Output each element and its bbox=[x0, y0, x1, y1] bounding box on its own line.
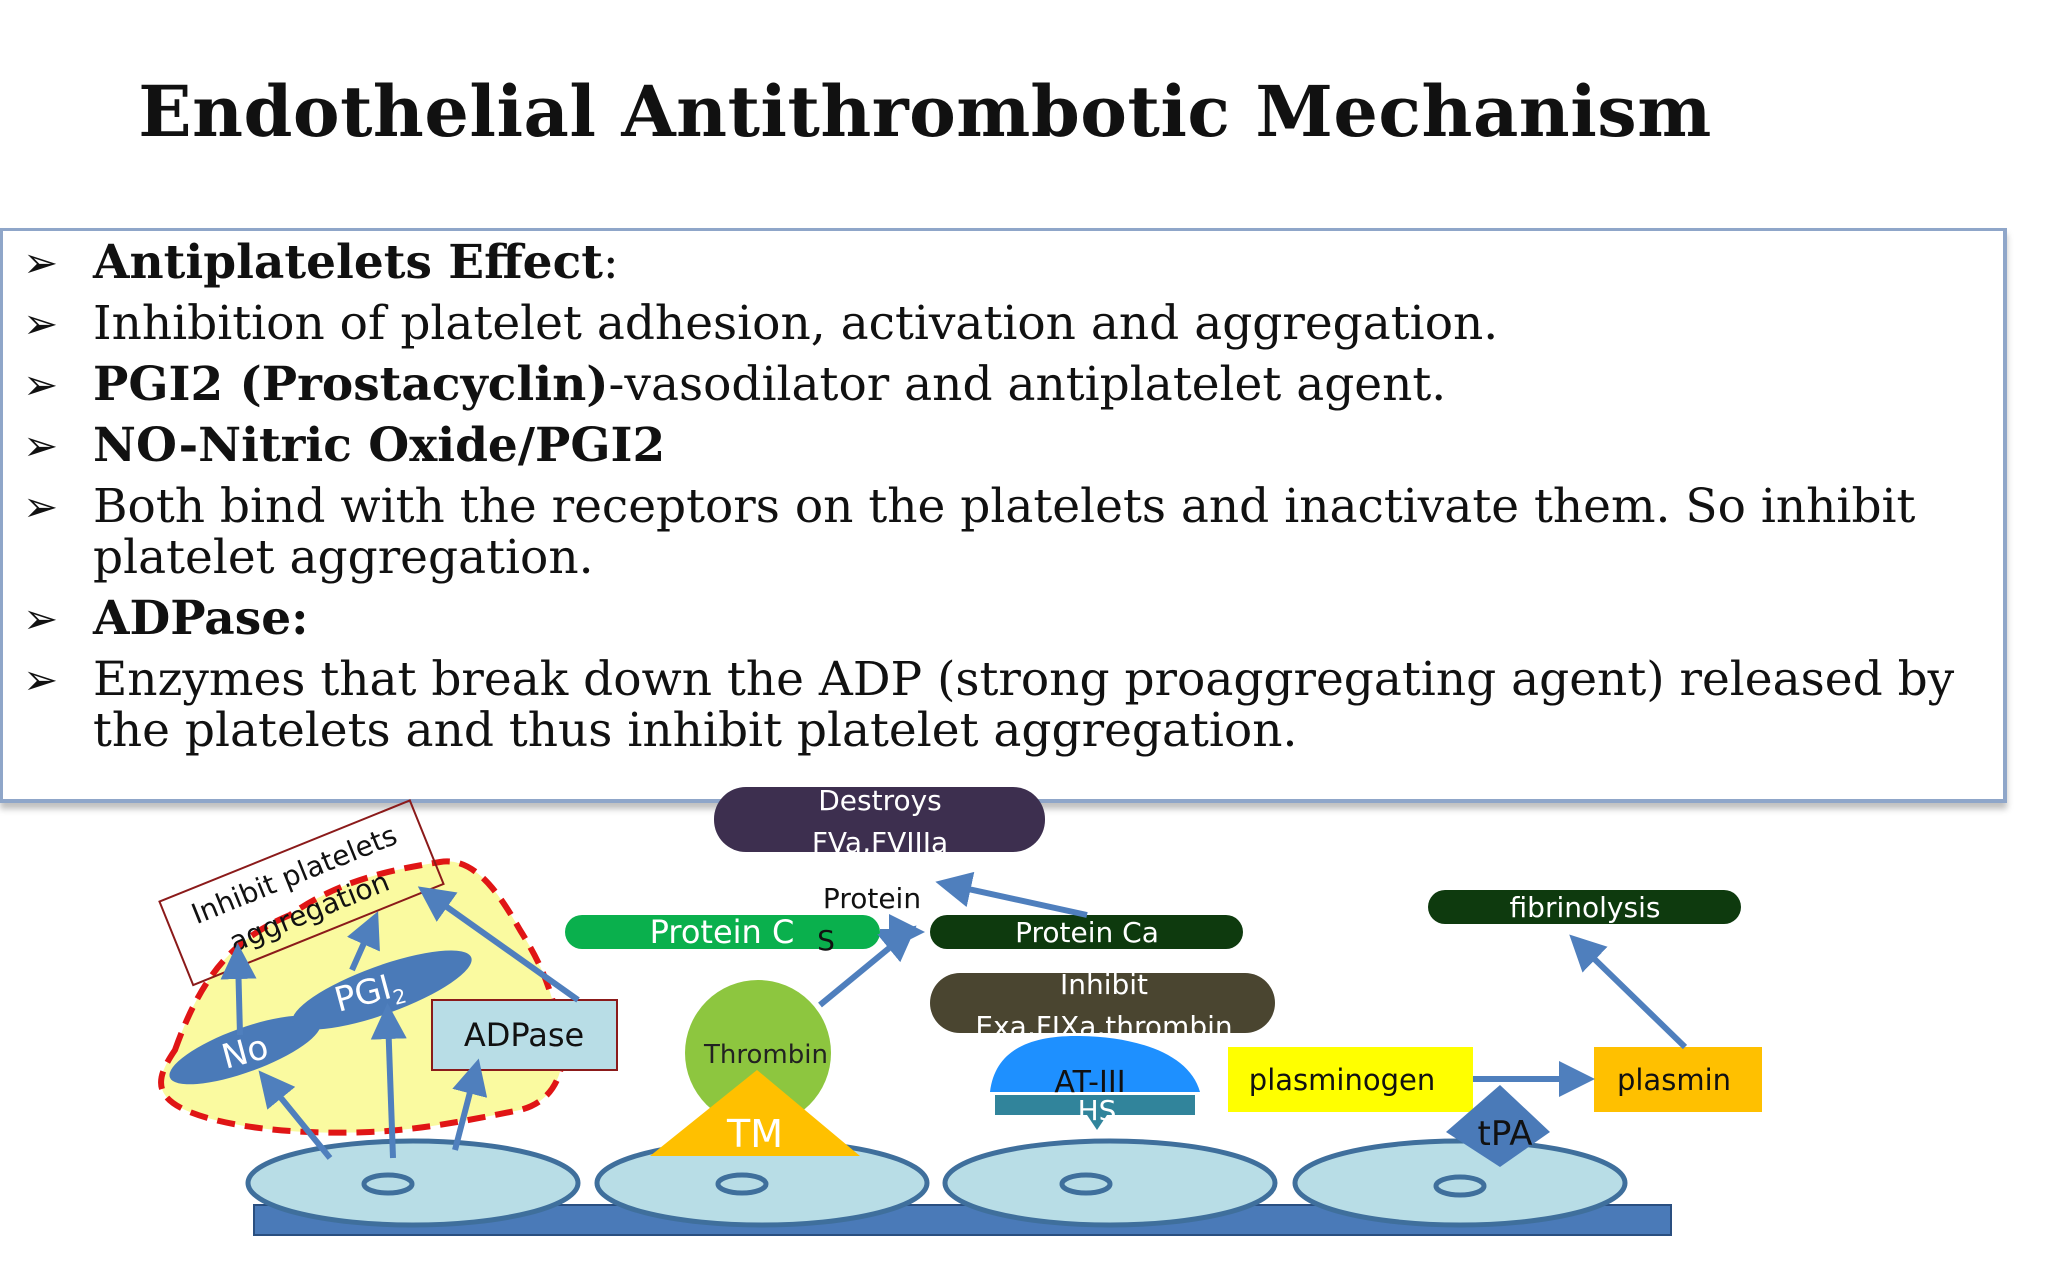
bullet-item: ➢ PGI2 (Prostacyclin)-vasodilator and ant… bbox=[23, 359, 1983, 410]
thrombin-circle bbox=[685, 980, 831, 1126]
destroys-pill bbox=[714, 787, 1045, 852]
bullet-bold-text: ADPase: bbox=[93, 591, 309, 646]
plasmin-box bbox=[1594, 1047, 1762, 1112]
hs-bar bbox=[995, 1095, 1195, 1115]
destroys-label-line2: FVa,FVIIIa bbox=[812, 826, 948, 859]
bullet-text: : bbox=[602, 235, 619, 290]
fibrinolysis-pill bbox=[1428, 890, 1741, 924]
endothelial-cell bbox=[942, 1138, 1278, 1228]
pathway-arrows bbox=[818, 871, 1688, 1097]
tm-label: TM bbox=[726, 1112, 783, 1156]
protein-ca-pill bbox=[930, 915, 1243, 949]
bullet-item: ➢ Enzymes that break down the ADP (strong… bbox=[23, 654, 1983, 756]
at3-label: AT-III bbox=[1054, 1065, 1125, 1100]
bullet-text: Enzymes that break down the ADP (strong … bbox=[93, 652, 1955, 758]
mechanism-diagram: Inhibit platelets aggregation No PGI2 AD… bbox=[158, 784, 1762, 1236]
hs-pointer bbox=[1087, 1115, 1107, 1130]
bullet-item: ➢ Antiplatelets Effect: bbox=[23, 237, 1983, 288]
protein-s-label-line2: S bbox=[817, 924, 835, 957]
hs-label: HS bbox=[1078, 1094, 1117, 1127]
bullet-list: ➢ Antiplatelets Effect: ➢ Inhibition of pl… bbox=[23, 237, 1983, 766]
bullet-text: -vasodilator and antiplatelet agent. bbox=[608, 357, 1447, 412]
adpase-label: ADPase bbox=[464, 1016, 584, 1054]
tpa-label: tPA bbox=[1478, 1114, 1533, 1154]
bullet-bold-text: PGI2 (Prostacyclin) bbox=[93, 357, 609, 412]
arrow-bullet-icon: ➢ bbox=[23, 594, 59, 643]
destroys-label-line1: Destroys bbox=[818, 784, 942, 817]
arrow-bullet-icon: ➢ bbox=[23, 360, 59, 409]
protein-c-label: Protein C bbox=[650, 913, 795, 951]
arrow-bullet-icon: ➢ bbox=[23, 238, 59, 287]
arrow-bullet-icon: ➢ bbox=[23, 482, 59, 531]
tm-triangle bbox=[650, 1070, 860, 1156]
adpase-box: ADPase bbox=[431, 999, 618, 1071]
arrow-bullet-icon: ➢ bbox=[23, 421, 59, 470]
bullet-item: ➢ Inhibition of platelet adhesion, activa… bbox=[23, 298, 1983, 349]
bullet-bold-text: Antiplatelets Effect bbox=[93, 235, 603, 290]
inhibit-factors-pill bbox=[930, 973, 1275, 1033]
protein-ca-label: Protein Ca bbox=[1015, 916, 1159, 949]
at3-shape bbox=[990, 1035, 1200, 1092]
thrombin-label: Thrombin bbox=[703, 1040, 828, 1070]
bullet-item: ➢ ADPase: bbox=[23, 593, 1983, 644]
protein-s-label-line1: Protein bbox=[823, 882, 921, 915]
plasminogen-label: plasminogen bbox=[1249, 1063, 1435, 1097]
plasmin-label: plasmin bbox=[1617, 1063, 1731, 1097]
arrow-bullet-icon: ➢ bbox=[23, 299, 59, 348]
bullet-item: ➢ Both bind with the receptors on the pla… bbox=[23, 481, 1983, 583]
plasminogen-box bbox=[1228, 1047, 1473, 1112]
bullet-text: Both bind with the receptors on the plat… bbox=[93, 479, 1916, 585]
inhibit-factors-line1: Inhibit bbox=[1060, 968, 1148, 1001]
tpa-diamond bbox=[1446, 1085, 1550, 1167]
protein-c-pill bbox=[565, 915, 880, 949]
fibrinolysis-label: fibrinolysis bbox=[1510, 891, 1661, 924]
bullet-text-box: ➢ Antiplatelets Effect: ➢ Inhibition of pl… bbox=[0, 228, 2007, 803]
bullet-text: Inhibition of platelet adhesion, activat… bbox=[93, 296, 1499, 351]
bullet-bold-text: NO-Nitric Oxide/PGI2 bbox=[93, 418, 666, 473]
endothelial-cell bbox=[1292, 1138, 1628, 1228]
antiplatelet-arrows bbox=[220, 886, 580, 1160]
arrow-bullet-icon: ➢ bbox=[23, 655, 59, 704]
bullet-item: ➢ NO-Nitric Oxide/PGI2 bbox=[23, 420, 1983, 471]
page-title: Endothelial Antithrombotic Mechanism bbox=[138, 70, 1712, 153]
endothelial-cell bbox=[245, 1138, 581, 1228]
